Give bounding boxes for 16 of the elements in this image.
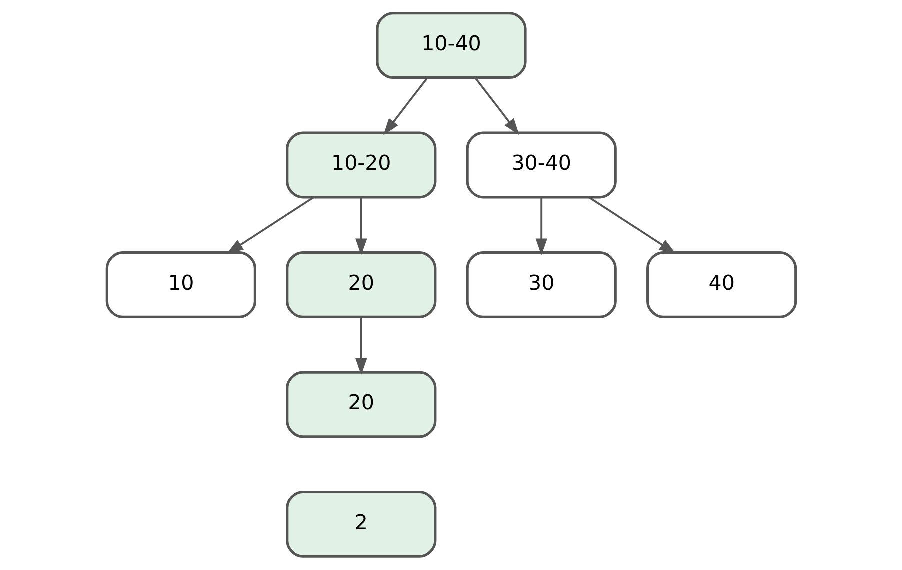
- node-box: 30: [466, 252, 616, 318]
- node-box: 10-20: [286, 132, 436, 199]
- arrow: [355, 318, 367, 376]
- node-box: 2: [286, 490, 436, 558]
- arrow: [474, 78, 519, 136]
- arrow: [383, 78, 428, 136]
- node-box: 20: [286, 252, 436, 318]
- node-box: 30-40: [466, 132, 616, 199]
- arrow: [588, 196, 676, 254]
- arrow: [226, 196, 314, 254]
- node-box: 20: [286, 371, 436, 438]
- node-box: 10: [105, 252, 256, 318]
- node-box: 40: [646, 252, 797, 318]
- node-box: 10-40: [376, 12, 526, 80]
- arrow: [355, 198, 367, 256]
- arrow: [535, 198, 547, 256]
